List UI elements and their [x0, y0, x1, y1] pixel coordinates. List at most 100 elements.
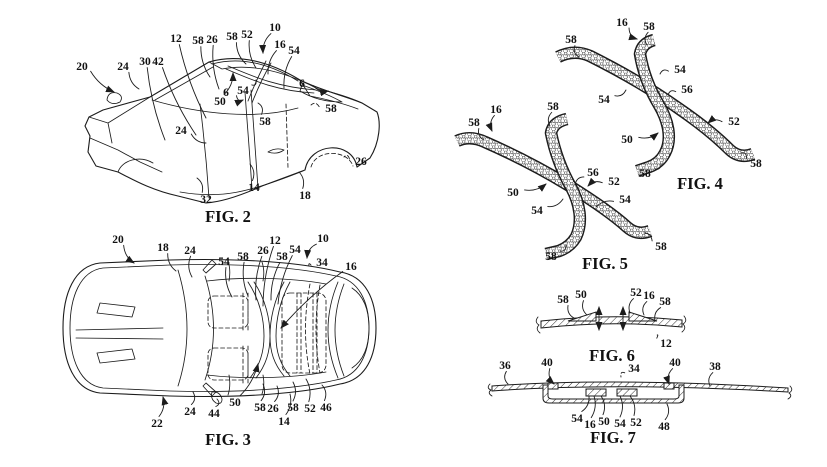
- fig6-roof-panel-section: [540, 316, 683, 329]
- leader-line: [638, 132, 659, 141]
- ref-numeral: 58: [565, 34, 577, 46]
- fig6-caption: FIG. 6: [589, 346, 635, 365]
- leader-line: [574, 176, 585, 186]
- ref-numeral: 58: [287, 402, 299, 414]
- ref-numeral: 52: [241, 29, 253, 41]
- ref-numeral: 50: [598, 416, 610, 428]
- fig3-roof-side-rails: [206, 277, 327, 379]
- fig3-rear-window-trunk: [327, 281, 370, 379]
- fig4-strip-52-fill: [555, 47, 755, 161]
- ref-numeral: 58: [643, 21, 655, 33]
- leader-line: [242, 261, 249, 297]
- ref-numeral: 50: [229, 397, 241, 409]
- fig5-caption: FIG. 5: [582, 254, 628, 273]
- leader-line: [223, 72, 237, 95]
- fig7-member-block-right: [616, 388, 638, 397]
- leader-line: [248, 40, 257, 69]
- ref-numeral: 34: [628, 363, 640, 375]
- fig3-body-outline: [62, 258, 377, 398]
- fig2-b-pillar: [244, 89, 259, 191]
- ref-numeral: 24: [117, 61, 129, 73]
- ref-numeral: 58: [659, 296, 671, 308]
- ref-numeral: 44: [208, 408, 220, 420]
- leader-line: [667, 90, 677, 96]
- leader-line: [128, 71, 140, 90]
- ref-numeral: 58: [325, 103, 337, 115]
- leader-line: [655, 334, 659, 339]
- ref-numeral: 26: [267, 403, 279, 415]
- ref-numeral: 56: [587, 167, 599, 179]
- ref-numeral: 16: [490, 104, 502, 116]
- leader-line: [257, 102, 263, 115]
- leader-line: [280, 271, 344, 329]
- ref-numeral: 12: [269, 235, 281, 247]
- fig2-door-lines: [199, 103, 285, 199]
- leader-line: [260, 383, 266, 402]
- fig2-rocker-line: [179, 170, 304, 196]
- ref-numeral: 54: [218, 256, 230, 268]
- leader-line: [312, 85, 329, 97]
- leader-line: [707, 115, 723, 124]
- leader-line: [167, 253, 177, 272]
- fig7-tray-channel: [542, 384, 685, 404]
- fig6-right-wedge: [628, 311, 658, 322]
- leader-line: [196, 177, 204, 193]
- fig3-x-cross-members: [247, 281, 291, 379]
- ref-numeral: 30: [139, 56, 151, 68]
- ref-numeral: 58: [468, 117, 480, 129]
- ref-numeral: 14: [248, 182, 260, 194]
- fig3-hood-creases: [75, 327, 164, 340]
- ref-numeral: 58: [226, 31, 238, 43]
- leader-line: [178, 44, 207, 119]
- leader-line: [485, 114, 495, 132]
- ref-numeral: 26: [355, 156, 367, 168]
- leader-line: [277, 255, 293, 305]
- leader-line: [629, 395, 636, 416]
- ref-numeral: 18: [299, 190, 311, 202]
- leader-line: [628, 27, 638, 41]
- ref-numeral: 52: [608, 176, 620, 188]
- leader-line: [310, 102, 320, 108]
- leader-line: [642, 301, 648, 316]
- ref-numeral: 20: [76, 61, 88, 73]
- ref-numeral: 56: [681, 84, 693, 96]
- leader-line: [664, 403, 670, 421]
- leader-line: [582, 300, 588, 316]
- fig3-mirrors-antenna: [202, 259, 223, 404]
- leader-line: [90, 70, 115, 93]
- fig7-fastener-left: [547, 382, 559, 390]
- ref-numeral: 52: [630, 287, 642, 299]
- fig2-front-structure: [88, 96, 163, 173]
- leader-line: [619, 395, 623, 418]
- leader-line: [559, 244, 567, 252]
- leader-line: [343, 155, 350, 160]
- leader-line: [285, 393, 292, 415]
- ref-numeral: 40: [669, 357, 681, 369]
- fig2-beltline-quarter: [151, 79, 363, 115]
- leader-line: [190, 133, 207, 144]
- ref-numeral: 58: [545, 251, 557, 263]
- leader-line: [478, 128, 485, 141]
- leader-line: [644, 31, 649, 46]
- ref-numeral: 50: [575, 289, 587, 301]
- ref-numeral: 16: [616, 17, 628, 29]
- fig3-rear-seat-dashed: [281, 292, 327, 374]
- fig3-rear-header-dashed: [305, 283, 321, 375]
- fig4-strip-50-fill: [635, 35, 674, 176]
- ref-numeral: 10: [317, 233, 329, 245]
- ref-numeral: 42: [152, 56, 164, 68]
- leader-line: [162, 67, 197, 136]
- leader-line: [225, 267, 233, 298]
- leader-line: [659, 69, 669, 75]
- ref-numeral: 10: [269, 22, 281, 34]
- leader-line: [590, 395, 596, 419]
- ref-numeral: 26: [257, 245, 269, 257]
- leader-line: [190, 391, 196, 406]
